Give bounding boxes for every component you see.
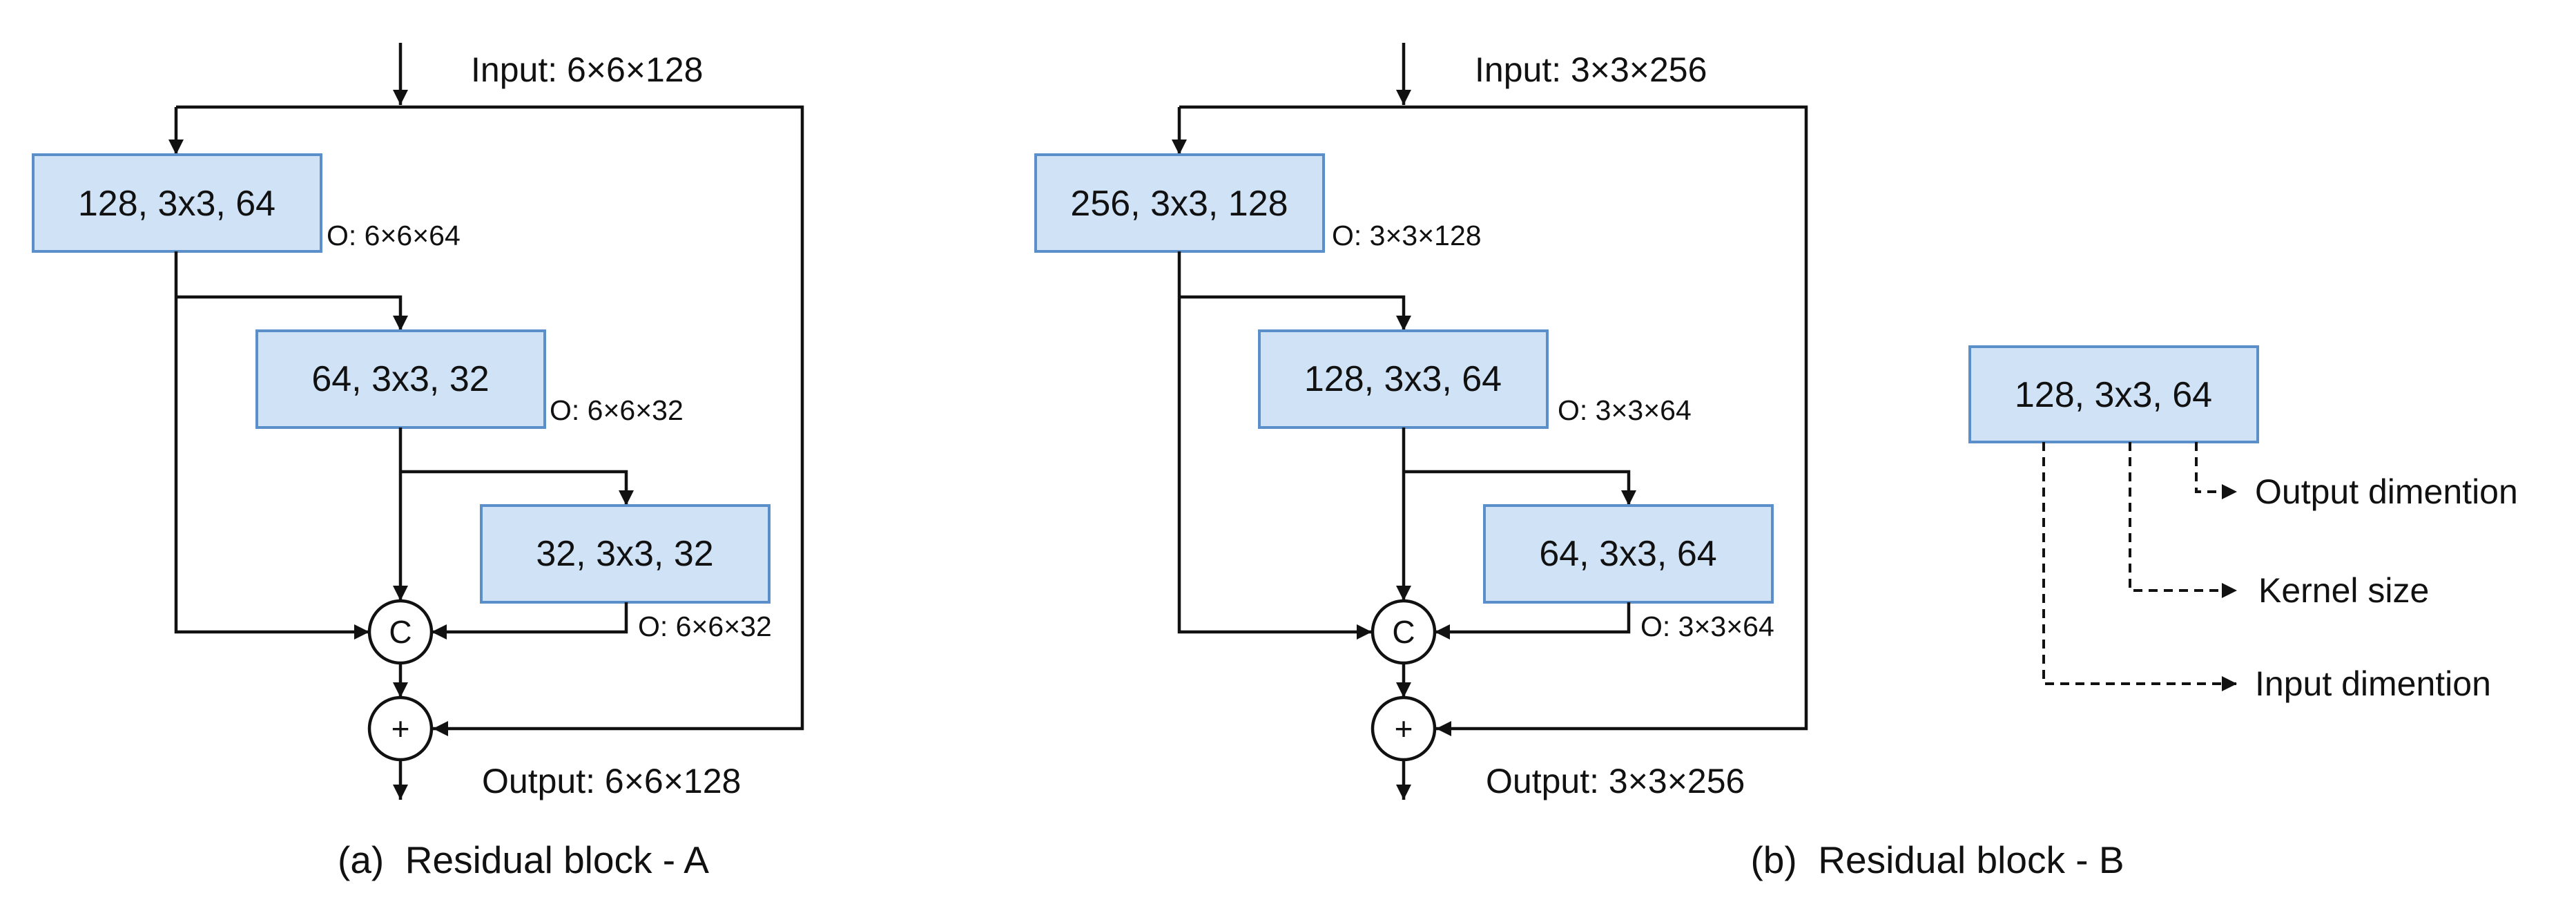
conv3-to-concat-b [1435, 602, 1631, 640]
legend-input-dim-line [2042, 442, 2237, 691]
conv1-to-conv2-a [176, 295, 408, 331]
skip-connection-b [1179, 105, 1808, 736]
residual-block-a: Input: 6×6×128 128, 3x3, 64 O: 6×6×64 64… [32, 43, 804, 881]
conv1-to-concat-b [1177, 251, 1372, 640]
conv-output-3-a: O: 6×6×32 [638, 611, 772, 642]
conv-box-1-b [1034, 153, 1325, 253]
conv-output-2-b: O: 3×3×64 [1558, 394, 1692, 426]
conv-box-3-a [480, 504, 771, 604]
caption-a: (a) Residual block - A [338, 838, 709, 881]
conv2-to-conv3-a [400, 470, 634, 506]
residual-block-b: Input: 3×3×256 256, 3x3, 128 O: 3×3×128 … [1034, 43, 2124, 881]
output-label-a: Output: 6×6×128 [482, 762, 741, 800]
conv-label-3-a: 32, 3x3, 32 [536, 534, 713, 574]
conv-label-1-a: 128, 3x3, 64 [78, 184, 275, 224]
conv-label-3-b: 64, 3x3, 64 [1539, 534, 1716, 574]
input-label-b: Input: 3×3×256 [1475, 50, 1707, 89]
legend-kernel-size-label: Kernel size [2258, 571, 2429, 610]
conv-label-1-b: 256, 3x3, 128 [1070, 184, 1288, 224]
conv2-to-conv3-b [1404, 470, 1636, 506]
conv-box-1-a [32, 153, 322, 253]
legend-example-label: 128, 3x3, 64 [2015, 375, 2212, 415]
conv-output-3-b: O: 3×3×64 [1640, 611, 1774, 642]
conv-output-1-b: O: 3×3×128 [1332, 220, 1482, 251]
conv-label-2-a: 64, 3x3, 32 [311, 359, 489, 399]
legend-output-dim-label: Output dimention [2255, 472, 2518, 511]
caption-b: (b) Residual block - B [1750, 838, 2124, 881]
skip-connection-a [176, 105, 804, 736]
add-symbol-b: + [1395, 711, 1413, 747]
output-label-b: Output: 3×3×256 [1486, 762, 1745, 800]
legend-output-dim-line [2195, 442, 2237, 499]
input-label-a: Input: 6×6×128 [471, 50, 703, 89]
conv3-to-concat-a [432, 602, 628, 640]
add-symbol-a: + [391, 711, 410, 747]
legend: 128, 3x3, 64 Output dimention Kernel siz… [1968, 345, 2518, 703]
legend-input-dim-label: Input dimention [2255, 664, 2491, 703]
conv-output-1-a: O: 6×6×64 [327, 220, 461, 251]
conv1-to-concat-a [174, 251, 369, 640]
conv1-to-conv2-b [1179, 295, 1411, 331]
legend-kernel-size-line [2129, 442, 2237, 598]
conv-label-2-b: 128, 3x3, 64 [1304, 359, 1502, 399]
conv-box-3-b [1483, 504, 1774, 604]
conv-box-2-a [255, 329, 546, 429]
concat-symbol-b: C [1392, 614, 1415, 650]
conv-output-2-a: O: 6×6×32 [550, 394, 684, 426]
legend-example-box [1968, 345, 2259, 443]
concat-symbol-a: C [389, 614, 411, 650]
